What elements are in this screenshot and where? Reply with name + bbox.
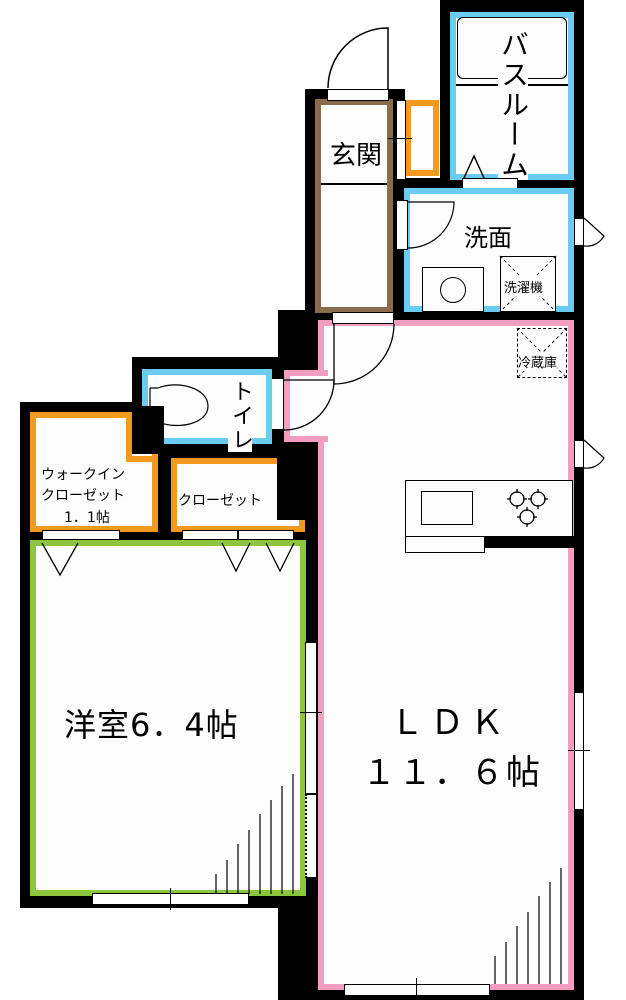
- door-swing-icon: [407, 201, 455, 249]
- entrance-sliding-door[interactable]: [396, 100, 406, 180]
- door-handle: [388, 138, 412, 139]
- western-room-sliding-door[interactable]: [305, 642, 317, 794]
- walk-in-closet-label-line2: クローゼット: [41, 488, 125, 504]
- entrance-label: 玄関: [330, 141, 383, 171]
- refrigerator-label: 冷蔵庫: [518, 352, 558, 371]
- window-hatch-icon: [494, 868, 562, 984]
- ldk-bottom-window[interactable]: [344, 984, 490, 996]
- kitchen-cabinet: [405, 536, 485, 553]
- ldk-right-window[interactable]: [574, 692, 584, 810]
- closet-door[interactable]: [238, 530, 294, 540]
- sliding-door-dotted: [305, 794, 317, 878]
- front-door[interactable]: [327, 89, 389, 101]
- kitchen-wall: [484, 536, 574, 548]
- window-swing-icon: [583, 439, 605, 469]
- washroom-door[interactable]: [396, 200, 408, 250]
- window-mark: [416, 978, 417, 1000]
- window-mark: [300, 712, 322, 713]
- door-swing-icon: [283, 379, 335, 431]
- ldk-door[interactable]: [332, 312, 394, 324]
- door-swing-icon: [333, 323, 395, 385]
- ldk-hall-fill: [318, 376, 332, 436]
- toilet-label: トイレ: [228, 380, 253, 452]
- window-mark: [170, 888, 171, 910]
- ldk-side-window[interactable]: [574, 440, 584, 468]
- door-swing-icon: [41, 542, 295, 577]
- kitchen-sink: [421, 491, 473, 525]
- door-swing-icon: [327, 27, 389, 90]
- wall: [277, 450, 307, 520]
- ldk-label-line1: ＬＤＫ: [390, 703, 510, 743]
- window-hatch-icon: [215, 774, 294, 894]
- walk-in-closet-label-line1: ウォークイン: [41, 467, 125, 483]
- closet-door[interactable]: [182, 530, 238, 540]
- closet-notch-border: [126, 456, 158, 462]
- washing-machine-cross-icon: [499, 255, 557, 313]
- ldk-label-line2: １１．６帖: [362, 753, 542, 793]
- walk-in-closet-door[interactable]: [42, 530, 120, 540]
- closet-notch-border: [126, 412, 132, 456]
- window-swing-icon: [583, 217, 605, 247]
- door-swing-icon: [463, 154, 485, 179]
- western-room-label: 洋室6．4帖: [64, 706, 239, 744]
- washbasin-bowl: [440, 277, 466, 303]
- washing-machine-label: 洗濯機: [504, 277, 544, 296]
- entrance-step-line: [321, 183, 387, 185]
- walk-in-closet-label-line3: 1．1帖: [64, 510, 110, 526]
- washroom-window[interactable]: [574, 218, 584, 246]
- entrance: [315, 99, 393, 313]
- window-mark: [568, 750, 590, 751]
- bathroom-label: バスルーム: [497, 30, 530, 180]
- ldk: [318, 320, 574, 990]
- toilet-door[interactable]: [270, 378, 284, 430]
- closet-label: クローゼット: [178, 493, 262, 509]
- washroom-label: 洗面: [464, 224, 512, 252]
- stove-burners-icon: [507, 489, 548, 527]
- wall: [130, 406, 164, 454]
